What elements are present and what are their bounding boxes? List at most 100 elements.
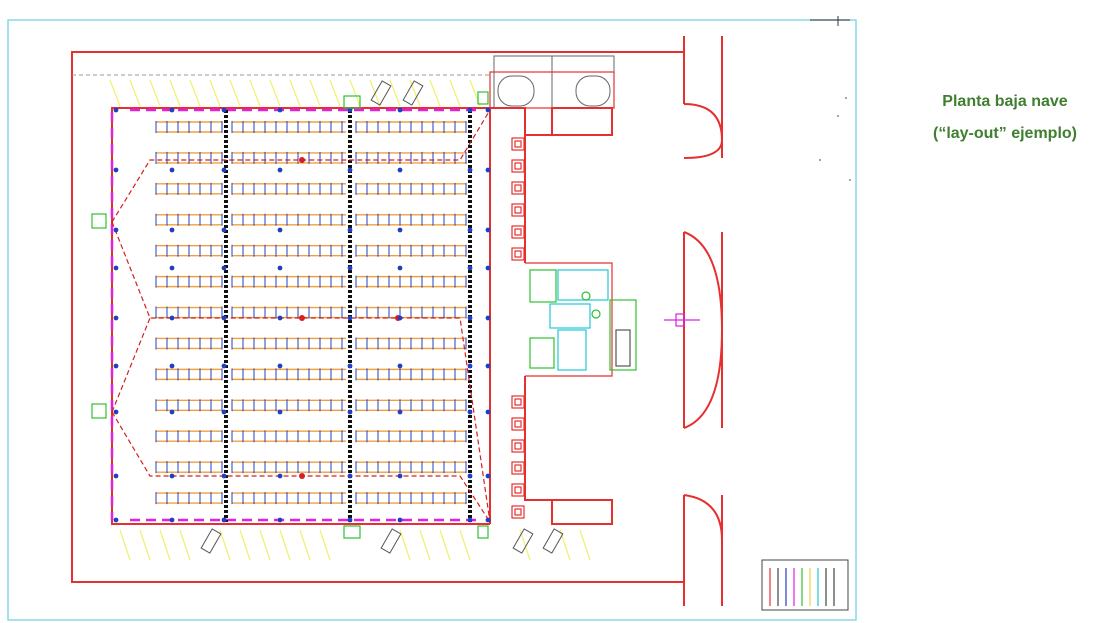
column-dot [221, 409, 227, 415]
column-dot [277, 517, 283, 523]
column-dot [221, 363, 227, 369]
column-dot [169, 473, 175, 479]
column-dot [113, 107, 119, 113]
column-dot [485, 517, 491, 523]
rack-pair [231, 368, 346, 381]
column-dot [169, 517, 175, 523]
rack-pair [155, 368, 223, 381]
office-block [525, 262, 637, 377]
column-dot [169, 167, 175, 173]
rack-pair [231, 275, 346, 288]
column-dot [347, 409, 353, 415]
rack-pair [155, 306, 223, 319]
rack-pair [231, 399, 346, 412]
rack-pair [155, 182, 223, 195]
column-dot [169, 107, 175, 113]
column-dot [113, 167, 119, 173]
rack-pair [155, 430, 223, 443]
column-dot [397, 517, 403, 523]
rack-pair [155, 337, 223, 350]
column-dot [485, 473, 491, 479]
column-dot [277, 315, 283, 321]
rack-pair [231, 461, 346, 474]
column-dot [113, 517, 119, 523]
caption-line-2: (“lay-out” ejemplo) [932, 125, 1077, 142]
loading-dock [511, 159, 525, 173]
column-dot [113, 363, 119, 369]
rack-pair [355, 151, 467, 164]
column-dot [169, 315, 175, 321]
column-dot [277, 227, 283, 233]
rack-pair [155, 275, 223, 288]
column-dot [221, 167, 227, 173]
column-dot [485, 107, 491, 113]
column-dot [169, 409, 175, 415]
rack-pair [355, 399, 467, 412]
rack-pair [355, 182, 467, 195]
sheet-border [7, 19, 857, 621]
column-dot [347, 107, 353, 113]
rack-pair [155, 492, 223, 505]
loading-dock [511, 181, 525, 195]
column-dot [277, 409, 283, 415]
rack-pair [355, 121, 467, 133]
column-dot [277, 265, 283, 271]
loading-docks [511, 137, 525, 519]
column-dot [221, 265, 227, 271]
loading-dock [511, 439, 525, 453]
rack-pair [355, 306, 467, 319]
loading-dock [511, 203, 525, 217]
legend-box [761, 559, 849, 611]
loading-dock [511, 417, 525, 431]
column-dot [467, 409, 473, 415]
column-dot [221, 227, 227, 233]
column-dot [113, 227, 119, 233]
column-dot [397, 315, 403, 321]
rack-pair [155, 121, 223, 133]
column-dot [347, 167, 353, 173]
column-dot [277, 363, 283, 369]
rack-pair [355, 244, 467, 257]
rack-pair [355, 492, 467, 505]
column-dot [113, 315, 119, 321]
loading-dock [511, 505, 525, 519]
specks [819, 97, 851, 181]
column-dot [277, 167, 283, 173]
column-dot [347, 265, 353, 271]
column-dot [347, 363, 353, 369]
rack-pair [231, 306, 346, 319]
rack-pair [231, 121, 346, 133]
column-dot [221, 473, 227, 479]
column-dot [397, 167, 403, 173]
column-dot [467, 107, 473, 113]
column-dot [347, 517, 353, 523]
column-dot [467, 227, 473, 233]
column-dot [467, 167, 473, 173]
column-dot [485, 167, 491, 173]
column-dot [467, 363, 473, 369]
column-dot [277, 107, 283, 113]
rack-pair [355, 337, 467, 350]
column-dot [485, 227, 491, 233]
loading-dock [511, 225, 525, 239]
column-dot [397, 265, 403, 271]
column-dot [347, 227, 353, 233]
column-dot [467, 315, 473, 321]
rack-pair [155, 151, 223, 164]
curved-exterior-walls [683, 36, 724, 606]
rack-pair [231, 492, 346, 505]
wall-marker [664, 313, 700, 327]
loading-dock [511, 137, 525, 151]
rack-pair [231, 337, 346, 350]
structural-columns [113, 107, 491, 523]
column-dot [485, 315, 491, 321]
column-dot [347, 473, 353, 479]
column-dot [467, 265, 473, 271]
rack-pair [231, 182, 346, 195]
rack-pair [155, 461, 223, 474]
column-dot [169, 363, 175, 369]
rack-grid [155, 121, 467, 505]
column-dot [169, 227, 175, 233]
column-dot [485, 363, 491, 369]
